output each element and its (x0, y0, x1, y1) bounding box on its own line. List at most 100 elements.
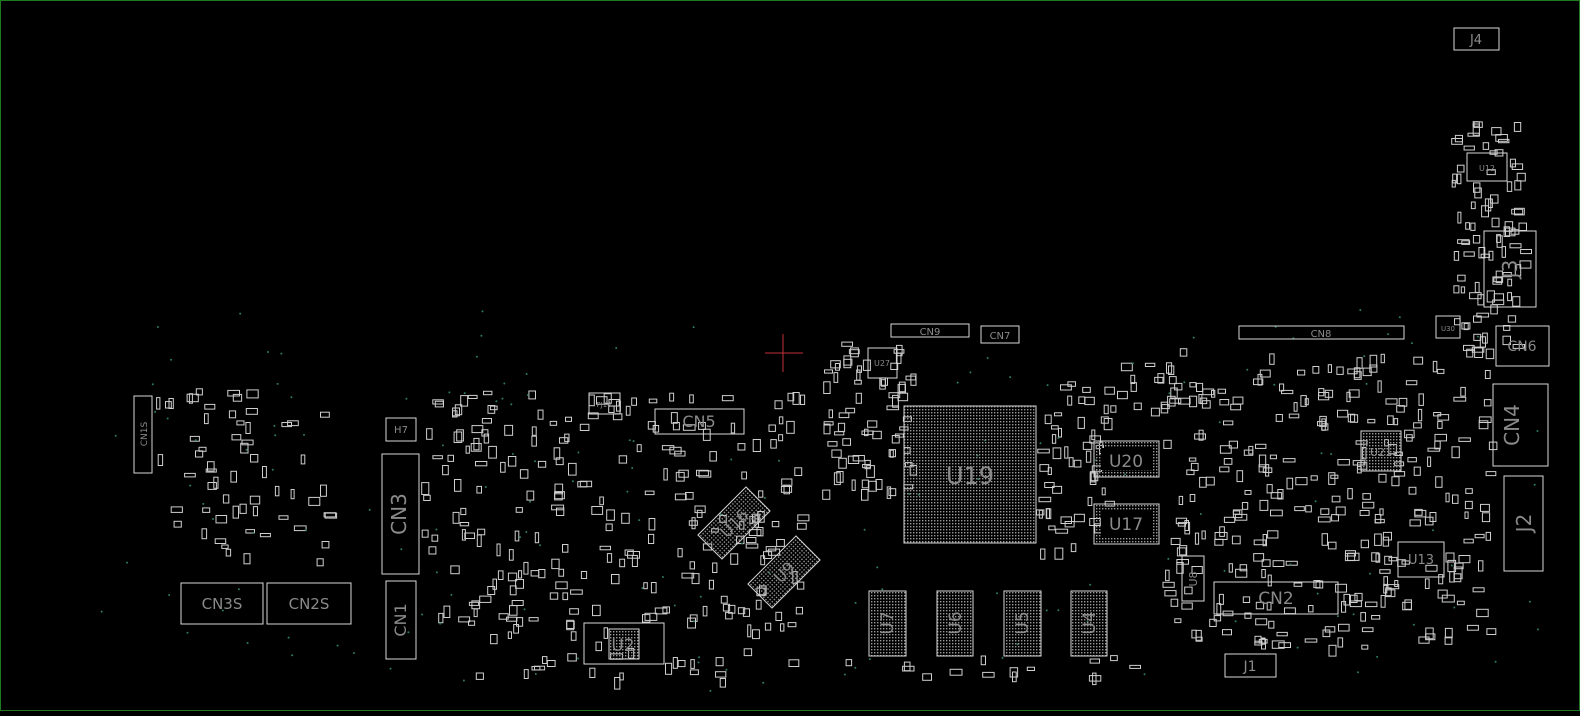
via (526, 394, 529, 396)
smd-pad (1506, 181, 1513, 192)
smd-pad (1414, 509, 1427, 518)
component-U20[interactable]: U20 (1093, 440, 1160, 478)
component-CN2S[interactable]: CN2S (266, 582, 352, 625)
component-CN5[interactable]: CN5 (654, 408, 745, 435)
component-U21[interactable]: U21 (1360, 430, 1402, 472)
smd-pad (1130, 382, 1137, 392)
component-J1[interactable]: J1 (1224, 653, 1277, 678)
component-CN9[interactable]: CN9 (890, 323, 970, 338)
smd-pad (1060, 384, 1072, 391)
smd-pad (669, 446, 682, 455)
svg-text:CN2: CN2 (1258, 589, 1293, 609)
smd-pad (681, 572, 695, 579)
smd-pad (1404, 429, 1415, 439)
component-CN3S[interactable]: CN3S (180, 582, 264, 625)
via (194, 439, 197, 442)
smd-pad (1255, 618, 1268, 626)
component-H7[interactable]: H7 (385, 417, 417, 442)
component-U19[interactable]: U19 (903, 405, 1037, 544)
smd-pad (1380, 595, 1386, 608)
crosshair-cursor (765, 334, 803, 372)
via (276, 382, 279, 385)
smd-pad (1434, 433, 1447, 442)
smd-pad (1453, 573, 1462, 583)
component-CN7[interactable]: CN7 (980, 325, 1020, 344)
smd-pad (1413, 422, 1422, 429)
smd-pad (426, 428, 433, 440)
component-CN3[interactable]: CN3 (381, 453, 420, 575)
component-U5[interactable]: U5 (1003, 590, 1042, 657)
smd-pad (1064, 521, 1075, 528)
via (1357, 671, 1359, 674)
smd-pad (1509, 243, 1522, 249)
via (615, 347, 618, 349)
smd-pad (722, 603, 731, 612)
smd-pad (1402, 601, 1412, 611)
component-U12[interactable]: U12 (1466, 152, 1508, 182)
via (730, 458, 733, 461)
component-J4[interactable]: J4 (1453, 27, 1500, 51)
smd-pad (551, 504, 565, 511)
component-CN1[interactable]: CN1 (385, 580, 417, 660)
smd-pad (603, 393, 612, 404)
smd-pad (1269, 454, 1278, 460)
component-J3[interactable]: J3 (1483, 230, 1537, 308)
smd-pad (453, 431, 463, 443)
component-U6[interactable]: U6 (936, 590, 974, 657)
via (484, 486, 487, 488)
smd-pad (1282, 458, 1296, 463)
smd-pad (1268, 620, 1275, 629)
smd-pad (1388, 556, 1398, 562)
smd-pad (1451, 179, 1456, 188)
component-CN1S[interactable]: CN1S (133, 395, 153, 474)
component-U13[interactable]: U13 (1397, 541, 1445, 578)
smd-pad (898, 381, 906, 393)
smd-pad (1418, 393, 1424, 406)
smd-pad (1371, 552, 1380, 562)
component-CN2[interactable]: CN2 (1213, 581, 1339, 615)
smd-pad (1466, 348, 1474, 358)
smd-pad (1491, 217, 1500, 228)
component-U9[interactable]: U9 (747, 535, 821, 609)
via (1320, 452, 1323, 455)
component-PJ10[interactable]: PJ10 (588, 392, 621, 415)
component-J2[interactable]: J2 (1503, 475, 1544, 572)
smd-pad (215, 515, 228, 524)
via (435, 571, 438, 574)
smd-pad (1199, 476, 1207, 488)
component-U30[interactable]: U30 (1435, 315, 1461, 339)
svg-text:U2: U2 (611, 636, 634, 656)
component-CN4[interactable]: CN4 (1492, 383, 1549, 467)
smd-pad (1223, 516, 1236, 523)
component-U8[interactable]: U8 (1181, 555, 1205, 602)
smd-pad (672, 657, 678, 669)
smd-pad (1189, 382, 1197, 388)
svg-text:CN1S: CN1S (140, 421, 150, 446)
smd-pad (442, 465, 449, 476)
via (863, 528, 866, 531)
smd-pad (1026, 666, 1036, 672)
via (166, 417, 169, 420)
component-U27[interactable]: U27 (867, 347, 898, 379)
component-U16[interactable]: U16 (697, 486, 771, 560)
via (519, 536, 521, 539)
via (501, 397, 504, 400)
smd-pad (1374, 533, 1382, 546)
component-U4[interactable]: U4 (1070, 590, 1108, 657)
smd-pad (861, 479, 869, 489)
via (1359, 309, 1362, 311)
smd-pad (1162, 581, 1175, 588)
component-CN8[interactable]: CN8 (1238, 325, 1405, 340)
component-CN6[interactable]: CN6 (1495, 325, 1550, 367)
component-U7[interactable]: U7 (868, 590, 907, 657)
smd-pad (1087, 496, 1093, 506)
via (267, 351, 270, 353)
smd-pad (677, 548, 683, 558)
smd-pad (588, 394, 595, 407)
component-U2[interactable]: U2 (583, 622, 665, 665)
smd-pad (434, 400, 444, 408)
component-U17[interactable]: U17 (1093, 503, 1160, 545)
smd-pad (498, 613, 509, 620)
